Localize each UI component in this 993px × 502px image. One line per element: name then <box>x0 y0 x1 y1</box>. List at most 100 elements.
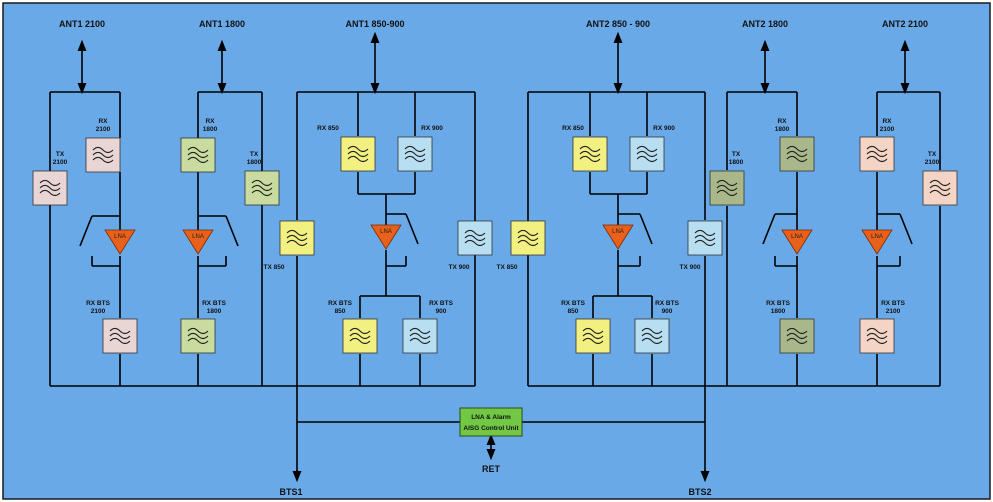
label-1800: 1800 <box>247 159 262 166</box>
filter-tx-850-ant1 <box>279 220 315 256</box>
label-1800: 1800 <box>203 126 218 133</box>
label-rx-850: RX 850 <box>317 125 339 132</box>
lna-ant2-850-900: LNA <box>602 224 634 250</box>
label-tx: TX <box>56 151 65 158</box>
lna-alarm-aisg-control-unit: LNA & Alarm AISG Control Unit <box>459 407 523 437</box>
label-rx-bts: RX BTS <box>202 300 227 307</box>
label-tx: TX <box>250 151 259 158</box>
lna-amplifier-icon <box>370 224 402 250</box>
label-850: 850 <box>568 308 579 315</box>
control-unit-line2: AISG Control Unit <box>463 425 519 432</box>
label-tx-900: TX 900 <box>449 264 470 271</box>
label-rx-900: RX 900 <box>653 125 675 132</box>
lna-blocks: LNA LNA LNA LNA LNA LNA <box>104 224 893 255</box>
label-1800: 1800 <box>775 126 790 133</box>
label-2100: 2100 <box>53 159 68 166</box>
filter-rx-900-ant1 <box>397 136 433 172</box>
filter-rx-bts-900-ant2 <box>634 318 670 354</box>
filter-rx-bts-2100-ant2 <box>859 318 895 354</box>
filter-rx-bts-850-ant2 <box>575 318 611 354</box>
antenna-label-ant2-850-900: ANT2 850 - 900 <box>586 19 650 29</box>
label-850: 850 <box>335 308 346 315</box>
lna-label: LNA <box>612 229 624 235</box>
label-1800: 1800 <box>207 308 222 315</box>
filter-tx-2100-ant1 <box>32 170 68 206</box>
lna-label: LNA <box>791 234 803 240</box>
filter-rx-1800-ant2 <box>779 136 815 172</box>
label-rx-bts: RX BTS <box>86 300 111 307</box>
label-rx-bts: RX BTS <box>655 300 680 307</box>
antenna-label-ant1-2100: ANT1 2100 <box>59 19 105 29</box>
label-2100: 2100 <box>91 308 106 315</box>
antenna-labels: ANT1 2100 ANT1 1800 ANT1 850-900 ANT2 85… <box>59 19 928 29</box>
label-tx-850: TX 850 <box>497 264 518 271</box>
antenna-label-ant2-2100: ANT2 2100 <box>882 19 928 29</box>
label-rx: RX <box>205 118 215 125</box>
lna-ant1-1800: LNA <box>182 229 214 255</box>
lna-ant2-2100: LNA <box>861 229 893 255</box>
antenna-label-ant1-1800: ANT1 1800 <box>199 19 245 29</box>
lna-label: LNA <box>114 234 126 240</box>
lna-amplifier-icon <box>861 229 893 255</box>
label-rx: RX <box>98 118 108 125</box>
filter-rx-2100-ant2 <box>859 136 895 172</box>
filter-rx-850-ant2 <box>572 136 608 172</box>
label-tx-850: TX 850 <box>264 264 285 271</box>
label-rx-bts: RX BTS <box>328 300 353 307</box>
label-900: 900 <box>662 308 673 315</box>
filter-rx-2100-ant1 <box>85 137 121 173</box>
label-2100: 2100 <box>925 159 940 166</box>
filter-rx-1800-ant1 <box>180 137 216 173</box>
output-labels: RET BTS1 BTS2 <box>279 464 711 497</box>
label-2100: 2100 <box>96 126 111 133</box>
bts2-label: BTS2 <box>688 487 711 497</box>
filter-rx-900-ant2 <box>629 136 665 172</box>
filter-labels: RX 2100 TX 2100 RX BTS 2100 RX 1800 TX 1… <box>53 118 940 315</box>
filter-rx-bts-2100-ant1 <box>102 318 138 354</box>
filter-tx-1800-ant1 <box>244 170 280 206</box>
lna-label: LNA <box>871 234 883 240</box>
lna-amplifier-icon <box>182 229 214 255</box>
lna-label: LNA <box>192 234 204 240</box>
label-rx-850: RX 850 <box>562 125 584 132</box>
lna-label: LNA <box>380 229 392 235</box>
antenna-label-ant1-850-900: ANT1 850-900 <box>345 19 404 29</box>
filter-tx-900-ant2 <box>687 220 723 256</box>
label-900: 900 <box>436 308 447 315</box>
label-tx: TX <box>928 151 937 158</box>
label-tx-900: TX 900 <box>680 264 701 271</box>
bts1-label: BTS1 <box>279 487 302 497</box>
lna-ant2-1800: LNA <box>781 229 813 255</box>
label-rx-bts: RX BTS <box>881 300 906 307</box>
label-1800: 1800 <box>771 308 786 315</box>
filter-blocks <box>32 136 958 354</box>
lna-amplifier-icon <box>602 224 634 250</box>
lna-ant1-2100: LNA <box>104 229 136 255</box>
label-rx-bts: RX BTS <box>429 300 454 307</box>
label-rx: RX <box>882 118 892 125</box>
label-1800: 1800 <box>729 159 744 166</box>
label-rx-bts: RX BTS <box>766 300 791 307</box>
label-2100: 2100 <box>880 126 895 133</box>
ret-label: RET <box>482 464 501 474</box>
lna-ant1-850-900: LNA <box>370 224 402 250</box>
label-rx-900: RX 900 <box>421 125 443 132</box>
filter-tx-850-ant2 <box>510 220 546 256</box>
label-tx: TX <box>732 151 741 158</box>
filter-tx-2100-ant2 <box>922 170 958 206</box>
filter-rx-bts-850-ant1 <box>342 318 378 354</box>
wiring <box>49 31 941 483</box>
filter-tx-900-ant1 <box>457 220 493 256</box>
antenna-label-ant2-1800: ANT2 1800 <box>742 19 788 29</box>
filter-rx-bts-1800-ant2 <box>779 318 815 354</box>
filter-rx-bts-1800-ant1 <box>180 318 216 354</box>
label-2100: 2100 <box>886 308 901 315</box>
lna-amplifier-icon <box>104 229 136 255</box>
filter-rx-850-ant1 <box>340 136 376 172</box>
filter-rx-bts-900-ant1 <box>402 318 438 354</box>
filter-tx-1800-ant2 <box>709 170 745 206</box>
label-rx: RX <box>777 118 787 125</box>
control-unit-line1: LNA & Alarm <box>471 414 511 421</box>
lna-amplifier-icon <box>781 229 813 255</box>
